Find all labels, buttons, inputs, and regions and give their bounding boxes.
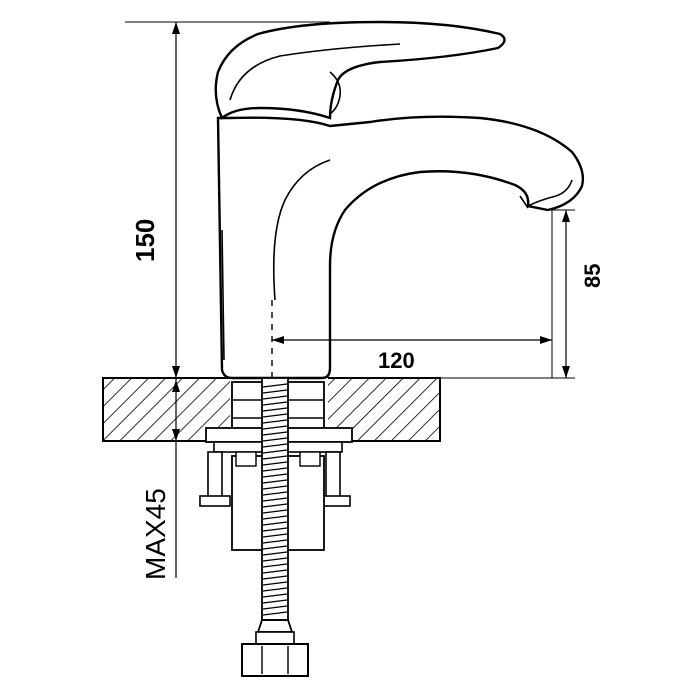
thread-line — [262, 395, 288, 400]
thread-line — [262, 407, 288, 412]
thread-line — [262, 413, 288, 418]
thread-line — [262, 539, 288, 544]
thread-line — [262, 461, 288, 466]
thread-line — [262, 455, 288, 460]
thread-line — [262, 557, 288, 562]
thread-line — [262, 503, 288, 508]
dimension-spout-reach: 120 — [272, 210, 553, 378]
thread-line — [262, 515, 288, 520]
thread-line — [262, 527, 288, 532]
thread-line — [262, 575, 288, 580]
dimension-height-total: 150 — [125, 21, 330, 378]
hose-connector — [241, 619, 309, 677]
thread-line — [262, 425, 288, 430]
dimension-spout-height: 85 — [440, 209, 605, 379]
thread-line — [262, 467, 288, 472]
thread-line — [262, 611, 288, 616]
thread-line — [262, 587, 288, 592]
thread-line — [262, 605, 288, 610]
thread-line — [262, 383, 288, 388]
thread-line — [262, 479, 288, 484]
thread-line — [262, 485, 288, 490]
spout-reach-label: 120 — [378, 348, 415, 373]
thread-line — [262, 593, 288, 598]
thread-line — [262, 551, 288, 556]
max-thickness-label: MAX45 — [140, 488, 171, 580]
spout-height-label: 85 — [580, 264, 605, 288]
thread-line — [262, 449, 288, 454]
threaded-rod — [261, 377, 289, 621]
faucet-body — [216, 115, 585, 380]
thread-line — [262, 473, 288, 478]
thread-line — [262, 533, 288, 538]
thread-line — [262, 497, 288, 502]
thread-line — [262, 491, 288, 496]
thread-line — [262, 563, 288, 568]
thread-line — [262, 599, 288, 604]
thread-line — [262, 569, 288, 574]
thread-line — [262, 431, 288, 436]
dimension-max-thickness: MAX45 — [140, 378, 206, 580]
thread-line — [262, 545, 288, 550]
thread-line — [262, 443, 288, 448]
thread-line — [262, 581, 288, 586]
thread-line — [262, 521, 288, 526]
thread-line — [262, 401, 288, 406]
thread-line — [262, 509, 288, 514]
faucet-lever — [214, 20, 506, 120]
thread-line — [262, 419, 288, 424]
thread-line — [262, 437, 288, 442]
height-total-label: 150 — [130, 219, 160, 262]
thread-line — [262, 389, 288, 394]
